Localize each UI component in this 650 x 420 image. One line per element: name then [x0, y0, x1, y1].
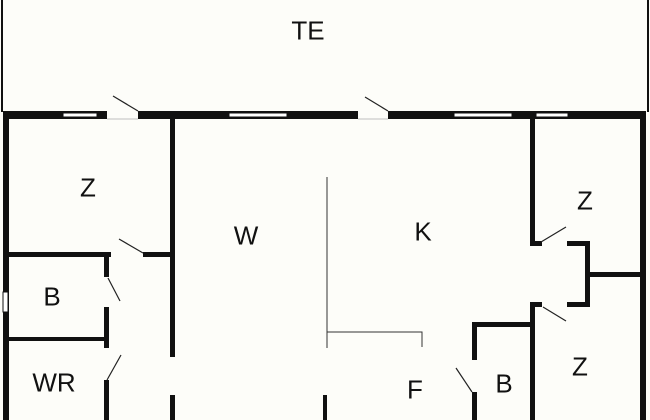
room-label-kitchen: K — [414, 216, 432, 247]
room-label-toilet: WR — [32, 367, 76, 398]
windows — [2, 112, 569, 313]
room-label-bedroom-2: Z — [577, 185, 593, 216]
room-label-living: W — [233, 220, 259, 251]
room-label-bedroom-1: Z — [80, 172, 96, 203]
room-label-bedroom-3: Z — [572, 351, 588, 382]
room-label-bathroom-1: B — [43, 281, 61, 312]
room-label-terrace: TE — [291, 15, 325, 46]
door-swings — [106, 95, 567, 393]
kitchen-counter — [326, 177, 423, 348]
room-label-hall: F — [407, 374, 423, 405]
room-label-bathroom-2: B — [495, 368, 513, 399]
